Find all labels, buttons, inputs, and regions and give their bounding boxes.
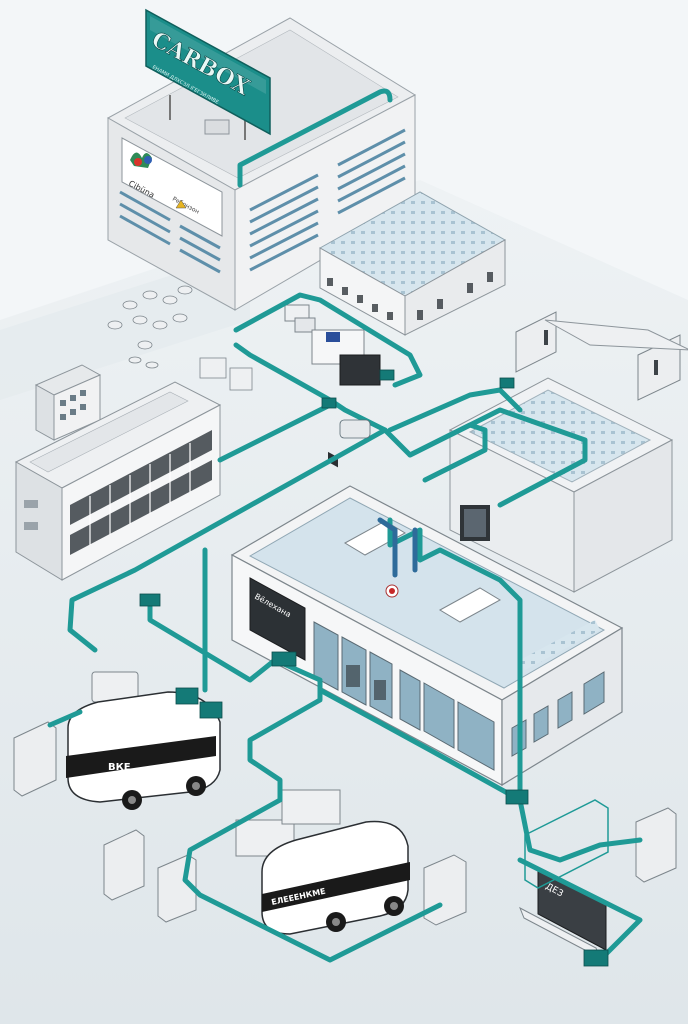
pipe-fittings	[139, 369, 609, 967]
alert-icon	[385, 584, 399, 598]
small-block-building	[34, 364, 102, 441]
storefront-windows	[313, 621, 495, 771]
pipe-roof-feed	[237, 88, 393, 188]
pipe-kiosk-feed	[517, 857, 643, 963]
pipe-network-blue	[377, 517, 418, 578]
pipe-central-trunk	[233, 342, 588, 508]
delivery-truck-right: ЕЛЕЕЕНКМЕ	[235, 789, 410, 935]
pipe-south-loop	[147, 597, 443, 963]
warning-icon	[175, 199, 187, 209]
pipe-east-run	[317, 687, 643, 863]
delivery-truck-left: ВКЕ	[66, 671, 221, 810]
l-shaped-building	[448, 319, 688, 593]
pipe-warehouse-link	[217, 402, 333, 463]
warehouse-building	[14, 381, 222, 581]
store-building: Вёлехана	[230, 485, 624, 787]
pipe-north-branch	[387, 387, 523, 433]
truck-left-text: ВКЕ	[108, 762, 131, 773]
pipe-west-main	[67, 427, 388, 653]
pipe-truck-feed	[47, 709, 83, 728]
loading-zone-outline	[524, 799, 609, 889]
pipe-east-branch	[407, 422, 488, 483]
pipe-west-loop	[233, 292, 423, 388]
scattered-equipment	[107, 285, 253, 391]
office-window-bands	[119, 128, 406, 274]
warehouse-windows	[70, 430, 212, 555]
utility-boxes	[284, 304, 381, 386]
logo-icon	[130, 152, 152, 168]
shop-display-panel	[249, 577, 306, 661]
secondary-building	[318, 191, 507, 468]
main-office-building: Cibüna Ребонзон	[106, 17, 417, 311]
